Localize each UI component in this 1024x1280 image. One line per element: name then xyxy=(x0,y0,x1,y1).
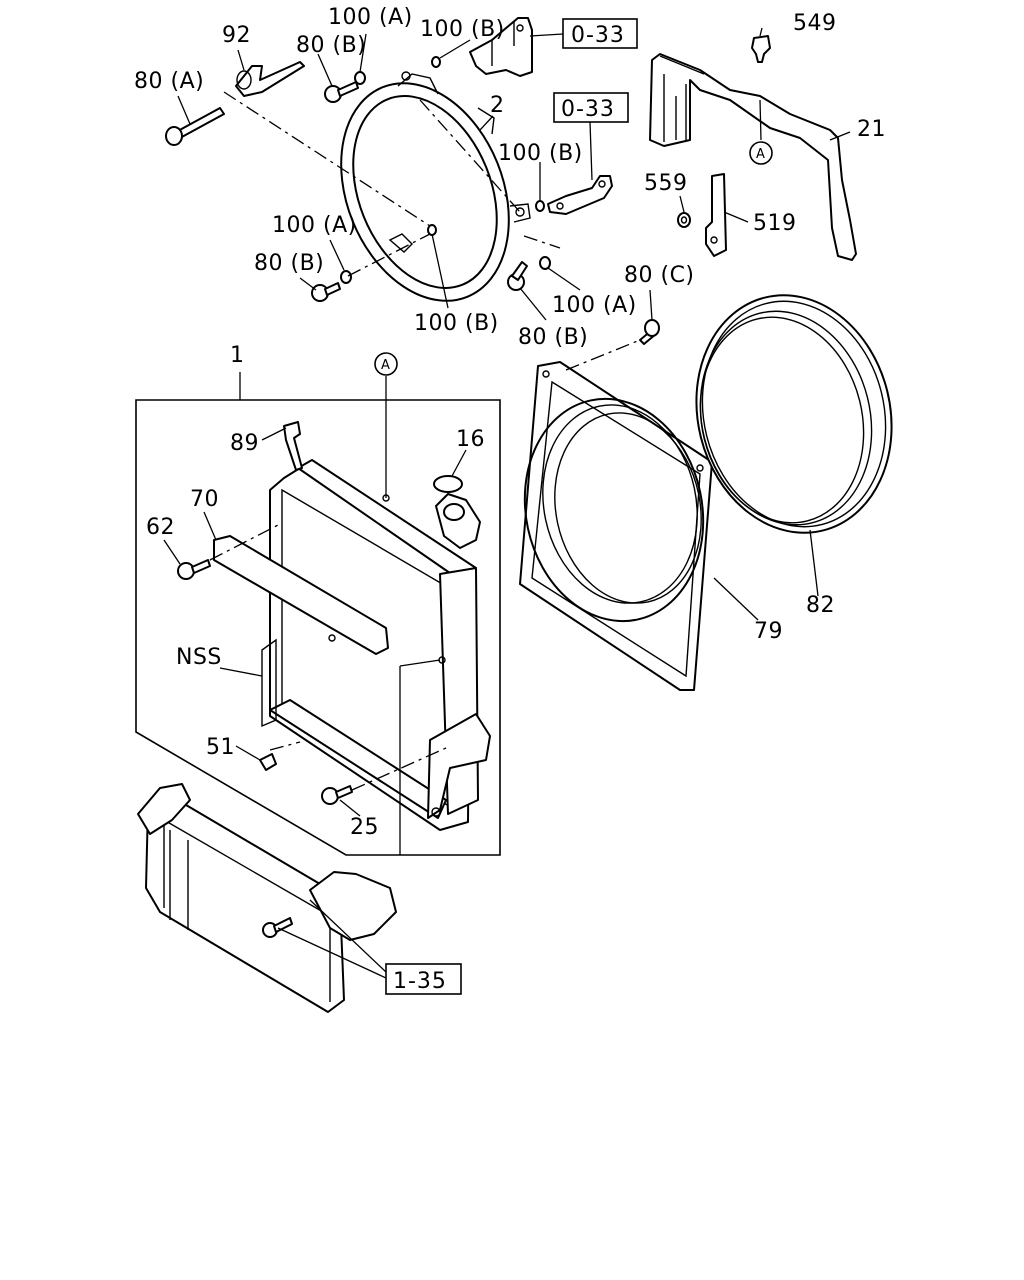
label-100b-bottom[interactable]: 100 (B) xyxy=(414,311,499,336)
ref-box-135 xyxy=(385,963,462,995)
label-62[interactable]: 62 xyxy=(146,515,175,540)
shroud-ring xyxy=(340,71,531,302)
bolt-25 xyxy=(321,785,353,805)
label-80b-left[interactable]: 80 (B) xyxy=(254,251,324,276)
collar-100b-top xyxy=(431,56,441,68)
leader-lines xyxy=(163,27,851,979)
circle-a-radiator: A xyxy=(374,352,398,376)
drain-51 xyxy=(259,753,277,771)
label-25[interactable]: 25 xyxy=(350,815,379,840)
clip-549 xyxy=(751,35,771,63)
circle-a-radiator-label: A xyxy=(381,358,390,373)
bolt-62 xyxy=(177,559,211,580)
label-nss[interactable]: NSS xyxy=(176,645,222,670)
label-80b-top[interactable]: 80 (B) xyxy=(296,33,366,58)
label-100a-left[interactable]: 100 (A) xyxy=(272,213,357,238)
stay-70 xyxy=(213,535,389,655)
bolt-80b-top xyxy=(324,81,359,103)
assembly-frame-1 xyxy=(135,399,501,856)
label-89[interactable]: 89 xyxy=(230,431,259,456)
label-79[interactable]: 79 xyxy=(754,619,783,644)
washer-100a-top xyxy=(354,71,366,85)
label-82[interactable]: 82 xyxy=(806,593,835,618)
label-2[interactable]: 2 xyxy=(490,93,505,118)
ref-box-033-top xyxy=(562,18,638,49)
fan-ring-82 xyxy=(695,294,893,534)
bolt-80c xyxy=(639,319,660,345)
cover-21 xyxy=(649,53,857,261)
label-80c[interactable]: 80 (C) xyxy=(624,263,695,288)
fasteners-left xyxy=(311,224,437,302)
label-100b-top[interactable]: 100 (B) xyxy=(420,17,505,42)
label-ref-033-mid[interactable]: 0-33 xyxy=(561,97,615,122)
label-80a[interactable]: 80 (A) xyxy=(134,69,204,94)
label-1[interactable]: 1 xyxy=(230,343,245,368)
label-21[interactable]: 21 xyxy=(857,117,886,142)
label-100b-mid[interactable]: 100 (B) xyxy=(498,141,583,166)
circle-a-top: A xyxy=(749,141,773,165)
nut-559 xyxy=(677,212,691,228)
label-559[interactable]: 559 xyxy=(644,171,688,196)
filler-neck-16 xyxy=(433,475,481,549)
circle-a-top-label: A xyxy=(756,147,765,162)
bolt-80a xyxy=(165,107,225,146)
bracket-519 xyxy=(705,173,727,257)
label-ref-135[interactable]: 1-35 xyxy=(393,969,447,994)
label-92[interactable]: 92 xyxy=(222,23,251,48)
label-549[interactable]: 549 xyxy=(793,11,837,36)
callouts: 92 80 (A) 80 (B) 100 (A) 100 (B) 0-33 54… xyxy=(134,5,886,995)
label-70[interactable]: 70 xyxy=(190,487,219,512)
label-16[interactable]: 16 xyxy=(456,427,485,452)
label-100a-right[interactable]: 100 (A) xyxy=(552,293,637,318)
middle-bracket xyxy=(547,175,613,215)
intercooler xyxy=(137,783,397,1013)
fasteners-right xyxy=(507,200,551,291)
label-100a-top[interactable]: 100 (A) xyxy=(328,5,413,30)
label-80b-right[interactable]: 80 (B) xyxy=(518,325,588,350)
upper-bracket xyxy=(469,17,533,77)
ref-box-033-mid xyxy=(553,92,629,123)
label-51[interactable]: 51 xyxy=(206,735,235,760)
label-519[interactable]: 519 xyxy=(753,211,797,236)
label-ref-033-top[interactable]: 0-33 xyxy=(571,23,625,48)
dash-lines xyxy=(209,91,641,791)
part-92-bracket xyxy=(235,61,305,97)
bolt-89 xyxy=(283,421,303,471)
fan-shroud-79 xyxy=(519,361,713,691)
